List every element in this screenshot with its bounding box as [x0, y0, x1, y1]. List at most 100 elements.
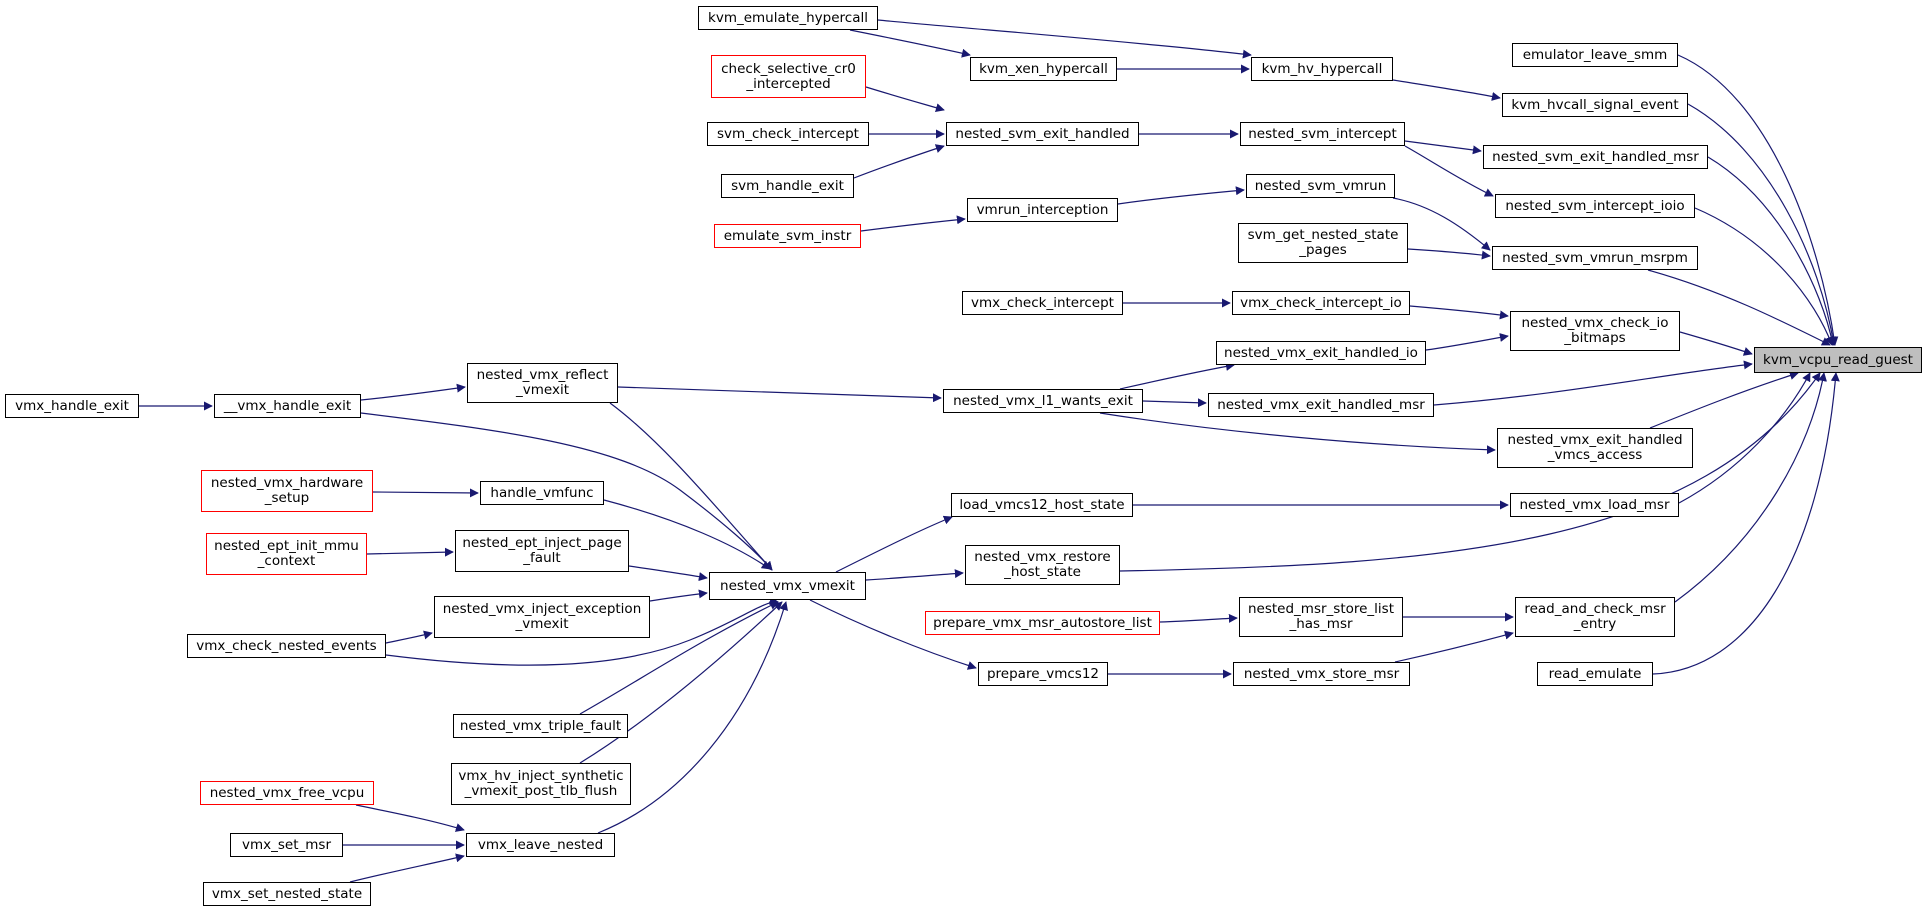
node-vmx-handle-exit[interactable]: vmx_handle_exit — [5, 394, 139, 418]
node-svm-check-intercept[interactable]: svm_check_intercept — [707, 122, 869, 146]
node-nested-ept-inject-page-fault[interactable]: nested_ept_inject_page _fault — [455, 530, 629, 572]
edge-l1exitmsr-root — [1433, 360, 1753, 406]
edge-injectexc-vmexit — [649, 589, 708, 602]
edge-vmexit-loadhost — [835, 515, 953, 573]
edge-storemsr-readcheck — [1394, 630, 1514, 663]
edge-hwsetup-vmfunc — [372, 488, 479, 498]
node-nested-svm-vmrun-msrpm[interactable]: nested_svm_vmrun_msrpm — [1492, 246, 1698, 270]
node-nested-vmx-exit-handled-vmcs-access[interactable]: nested_vmx_exit_handled _vmcs_access — [1497, 428, 1693, 468]
edge-ioio-root — [1694, 207, 1834, 346]
node-nested-vmx-reflect-vmexit[interactable]: nested_vmx_reflect _vmexit — [467, 363, 618, 403]
edge-readcheck-root — [1674, 372, 1827, 603]
edge-exitmsr-root — [1707, 156, 1836, 346]
edge-hv-signal — [1392, 79, 1501, 101]
node-vmx-check-nested-events[interactable]: vmx_check_nested_events — [187, 634, 386, 658]
edge-setnested-leave — [349, 853, 465, 883]
node-emulate-svm-instr[interactable]: emulate_svm_instr — [714, 224, 861, 248]
edge-intercept-ioio — [1404, 145, 1494, 197]
edge-vmxcio-bitmaps — [1409, 305, 1509, 320]
node-vmx-leave-nested[interactable]: vmx_leave_nested — [466, 833, 615, 857]
node-nested-vmx-exit-handled-msr[interactable]: nested_vmx_exit_handled_msr — [1208, 393, 1434, 417]
edge-mmuctx-pagefault — [366, 547, 454, 557]
edge-nestedev-injectexc — [385, 630, 433, 644]
edge-l1-vmcs — [1099, 412, 1496, 455]
node-kvm-hv-hypercall[interactable]: kvm_hv_hypercall — [1251, 57, 1393, 81]
edge-emulate-vmrun — [860, 215, 966, 232]
node-nested-vmx-restore-host-state[interactable]: nested_vmx_restore _host_state — [965, 545, 1120, 585]
node-double-underscore-vmx-handle-exit[interactable]: __vmx_handle_exit — [214, 394, 361, 418]
node-nested-vmx-vmexit[interactable]: nested_vmx_vmexit — [709, 572, 866, 600]
edge-triple-vmexit — [579, 601, 779, 715]
edge-__-reflect — [360, 383, 466, 401]
node-nested-ept-init-mmu-context[interactable]: nested_ept_init_mmu _context — [206, 533, 367, 575]
edge-vmcs-root — [1649, 371, 1799, 429]
edge-__-vmexit — [360, 412, 773, 571]
node-vmx-check-intercept-io[interactable]: vmx_check_intercept_io — [1232, 291, 1410, 315]
node-svm-get-nested-state-pages[interactable]: svm_get_nested_state _pages — [1238, 223, 1408, 263]
node-prepare-vmx-msr-autostore-list[interactable]: prepare_vmx_msr_autostore_list — [925, 611, 1160, 635]
edge-loadmsr-root — [1678, 372, 1811, 504]
edge-signal-root — [1687, 103, 1838, 346]
node-svm-handle-exit[interactable]: svm_handle_exit — [721, 174, 854, 198]
edge-l1-exitmsr — [1142, 398, 1207, 408]
edge-vmrun-svmvmrun — [1117, 186, 1245, 205]
node-prepare-vmcs12[interactable]: prepare_vmcs12 — [978, 662, 1108, 686]
node-nested-vmx-triple-fault[interactable]: nested_vmx_triple_fault — [453, 714, 628, 738]
edge-cr0-svm-exit — [865, 86, 945, 113]
node-nested-svm-exit-handled[interactable]: nested_svm_exit_handled — [946, 122, 1139, 146]
edge-vmexit-restore — [865, 569, 964, 581]
edge-reademu-root — [1652, 372, 1840, 675]
edge-autostore-haslist — [1159, 613, 1238, 623]
node-read-and-check-msr-entry[interactable]: read_and_check_msr _entry — [1515, 597, 1675, 637]
edge-pagefault-vmexit — [628, 565, 708, 582]
edge-reflect-l1 — [617, 386, 942, 403]
edge-nestedev-vmexit — [385, 596, 779, 666]
edge-svmvmrun-msrpm — [1392, 197, 1491, 251]
node-nested-vmx-check-io-bitmaps[interactable]: nested_vmx_check_io _bitmaps — [1510, 311, 1680, 351]
node-load-vmcs12-host-state[interactable]: load_vmcs12_host_state — [951, 493, 1133, 517]
node-nested-vmx-load-msr[interactable]: nested_vmx_load_msr — [1510, 493, 1679, 517]
node-nested-vmx-store-msr[interactable]: nested_vmx_store_msr — [1233, 662, 1410, 686]
node-nested-vmx-inject-exception-vmexit[interactable]: nested_vmx_inject_exception _vmexit — [434, 596, 650, 638]
edge-vmfunc-vmexit — [603, 499, 771, 570]
edge-l1-exitio — [1119, 362, 1235, 390]
edge-exitio-bitmaps — [1425, 332, 1509, 351]
node-nested-svm-intercept[interactable]: nested_svm_intercept — [1240, 122, 1405, 146]
node-vmx-set-nested-state[interactable]: vmx_set_nested_state — [203, 882, 371, 906]
node-read-emulate[interactable]: read_emulate — [1537, 662, 1653, 686]
edge-svmhandle-svm-exit — [853, 144, 945, 179]
node-kvm-vcpu-read-guest: kvm_vcpu_read_guest — [1754, 347, 1922, 373]
edge-statepages-msrpm — [1407, 248, 1491, 260]
edge-reflect-vmexit — [609, 402, 773, 571]
edge-kvm-emulate-hypercall-xen — [849, 29, 971, 58]
node-nested-svm-exit-handled-msr[interactable]: nested_svm_exit_handled_msr — [1483, 145, 1708, 169]
node-vmx-check-intercept[interactable]: vmx_check_intercept — [962, 291, 1123, 315]
edge-restore-root — [1119, 372, 1821, 572]
node-nested-svm-intercept-ioio[interactable]: nested_svm_intercept_ioio — [1495, 194, 1695, 218]
node-nested-vmx-exit-handled-io[interactable]: nested_vmx_exit_handled_io — [1216, 341, 1426, 365]
edge-tlbflush-vmexit — [579, 601, 783, 764]
node-nested-vmx-l1-wants-exit[interactable]: nested_vmx_l1_wants_exit — [943, 389, 1143, 413]
node-emulator-leave-smm[interactable]: emulator_leave_smm — [1512, 43, 1678, 67]
node-vmrun-interception[interactable]: vmrun_interception — [967, 198, 1118, 222]
node-vmx-set-msr[interactable]: vmx_set_msr — [230, 833, 343, 857]
edge-msrpm-root — [1647, 269, 1831, 346]
node-kvm-emulate-hypercall[interactable]: kvm_emulate_hypercall — [698, 6, 878, 30]
node-nested-svm-vmrun[interactable]: nested_svm_vmrun — [1246, 174, 1395, 198]
node-kvm-xen-hypercall[interactable]: kvm_xen_hypercall — [970, 57, 1117, 81]
node-nested-msr-store-list-has-msr[interactable]: nested_msr_store_list _has_msr — [1239, 597, 1403, 637]
node-handle-vmfunc[interactable]: handle_vmfunc — [480, 481, 604, 505]
node-check-selective-cr0-intercepted[interactable]: check_selective_cr0 _intercepted — [711, 55, 866, 98]
node-kvm-hvcall-signal-event[interactable]: kvm_hvcall_signal_event — [1502, 93, 1688, 117]
edge-bitmaps-root — [1679, 331, 1753, 356]
node-vmx-hv-inject-synthetic-vmexit-post-tlb-flush[interactable]: vmx_hv_inject_synthetic _vmexit_post_tlb… — [451, 763, 631, 805]
edge-freevcpu-leave — [355, 804, 465, 832]
edge-vmexit-prepare — [809, 599, 977, 670]
node-nested-vmx-hardware-setup[interactable]: nested_vmx_hardware _setup — [201, 470, 373, 512]
edge-leave-vmexit — [597, 601, 788, 834]
node-nested-vmx-free-vcpu[interactable]: nested_vmx_free_vcpu — [200, 781, 374, 805]
edge-smm-root — [1677, 54, 1839, 346]
edge-intercept-exit-msr — [1404, 140, 1482, 155]
